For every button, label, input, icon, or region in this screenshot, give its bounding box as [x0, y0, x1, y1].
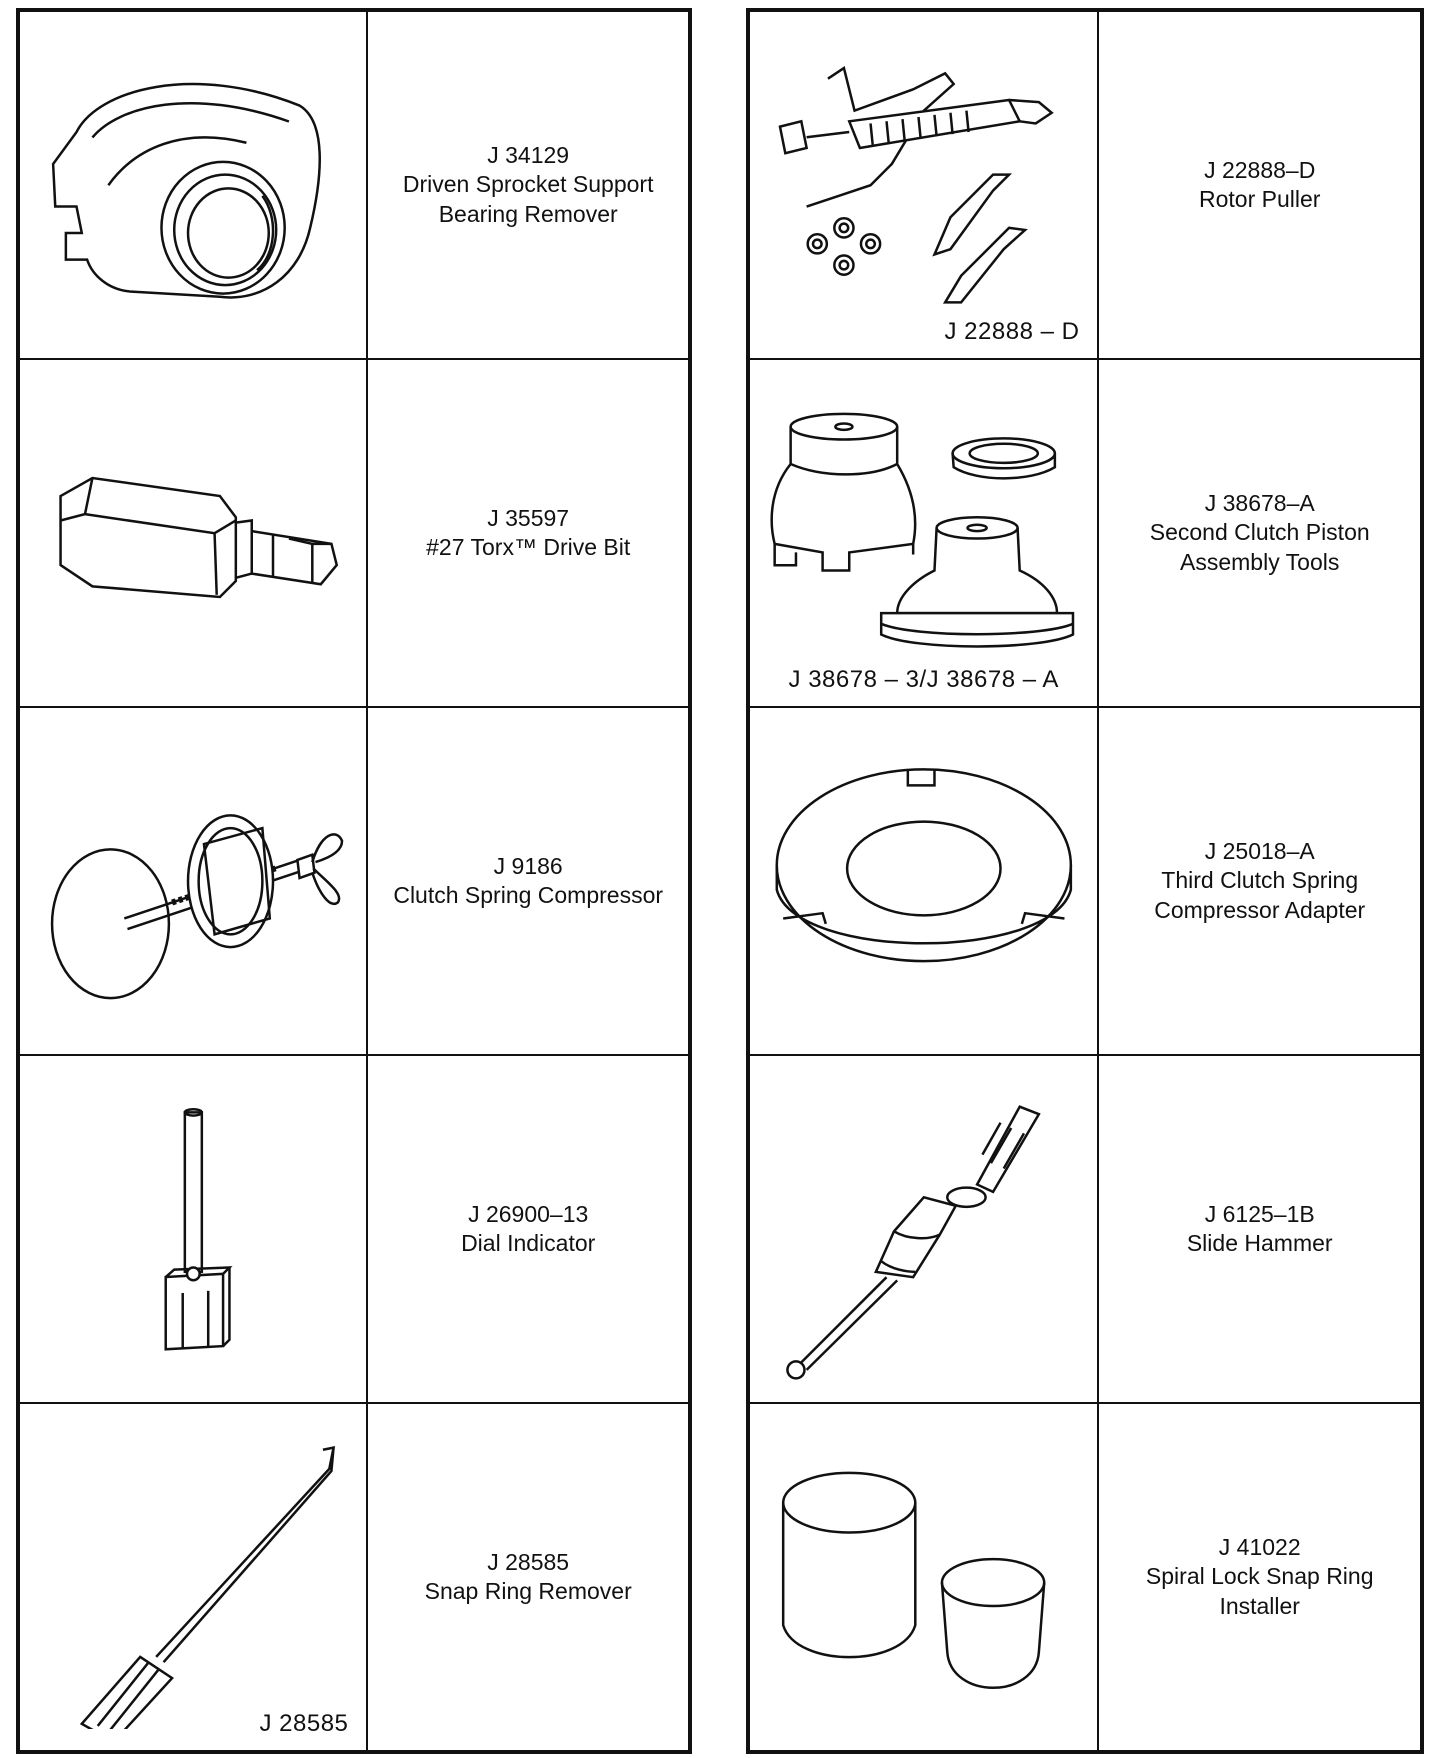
description-line: #27 Torx™ Drive Bit — [426, 534, 631, 560]
part-number: J 22888–D — [1204, 156, 1316, 183]
description-line: Dial Indicator — [461, 1230, 596, 1256]
snap-ring-installer-icon — [764, 1425, 1084, 1729]
tool-text-cell: J 28585 Snap Ring Remover — [367, 1403, 689, 1751]
snap-ring-remover-icon — [34, 1425, 353, 1730]
tool-image-cell — [19, 11, 368, 359]
description-line: Compressor Adapter — [1154, 896, 1366, 923]
description-line: Snap Ring Remover — [424, 1578, 632, 1604]
part-number: J 25018–A — [1204, 837, 1315, 864]
part-number: J 28585 — [487, 1548, 570, 1575]
part-number: J 38678–A — [1204, 489, 1315, 516]
tool-text-cell: J 6125–1B Slide Hammer — [1098, 1055, 1421, 1403]
tool-text-cell: J 26900–13 Dial Indicator — [367, 1055, 689, 1403]
description-line: Slide Hammer — [1186, 1230, 1333, 1256]
part-number: J 6125–1B — [1204, 1200, 1315, 1227]
tool-image-cell — [19, 359, 368, 707]
tool-caption: J 28585 — [259, 1710, 349, 1737]
part-number: J 41022 — [1218, 1533, 1301, 1560]
rotor-puller-icon — [764, 33, 1084, 337]
drive-bit-icon — [34, 381, 353, 685]
spring-compressor-icon — [34, 729, 353, 1033]
tool-text-cell: J 35597 #27 Torx™ Drive Bit — [367, 359, 689, 707]
tool-text-cell: J 9186 Clutch Spring Compressor — [367, 707, 689, 1055]
tool-table-left: J 34129 Driven Sprocket Support Bearing … — [16, 8, 692, 1754]
bearing-remover-icon — [34, 33, 353, 337]
tool-image-cell — [749, 1403, 1099, 1751]
tool-text-cell: J 41022 Spiral Lock Snap Ring Installer — [1098, 1403, 1421, 1751]
part-number: J 35597 — [487, 504, 570, 531]
tool-image-cell: J 28585 — [19, 1403, 368, 1751]
description-line: Third Clutch Spring — [1161, 867, 1359, 894]
tool-text-cell: J 22888–D Rotor Puller — [1098, 11, 1421, 359]
piston-assembly-tools-icon — [764, 381, 1084, 685]
tool-caption: J 38678 – 3/J 38678 – A — [788, 666, 1059, 693]
tool-image-cell — [749, 707, 1099, 1055]
part-number: J 9186 — [493, 852, 563, 879]
description-line: Spiral Lock Snap Ring — [1145, 1563, 1374, 1590]
tool-text-cell: J 34129 Driven Sprocket Support Bearing … — [367, 11, 689, 359]
description-line: Assembly Tools — [1180, 548, 1340, 575]
tool-text-cell: J 25018–A Third Clutch Spring Compressor… — [1098, 707, 1421, 1055]
tool-image-cell — [19, 707, 368, 1055]
tool-table-right: J 22888 – D J 22888–D Rotor Puller J 386… — [746, 8, 1424, 1754]
tool-image-cell: J 38678 – 3/J 38678 – A — [749, 359, 1099, 707]
description-line: Second Clutch Piston — [1149, 519, 1370, 546]
tool-image-cell — [749, 1055, 1099, 1403]
description-line: Rotor Puller — [1198, 186, 1321, 212]
dial-indicator-icon — [34, 1077, 353, 1381]
description-line: Bearing Remover — [438, 200, 618, 227]
tool-image-cell: J 22888 – D — [749, 11, 1099, 359]
description-line: Clutch Spring Compressor — [393, 882, 664, 908]
description-line: Driven Sprocket Support — [402, 171, 654, 198]
tool-image-cell — [19, 1055, 368, 1403]
tool-text-cell: J 38678–A Second Clutch Piston Assembly … — [1098, 359, 1421, 707]
part-number: J 34129 — [487, 141, 570, 168]
slide-hammer-icon — [764, 1077, 1084, 1381]
tool-caption: J 22888 – D — [944, 318, 1080, 345]
description-line: Installer — [1219, 1592, 1300, 1619]
compressor-adapter-icon — [764, 729, 1084, 1033]
part-number: J 26900–13 — [468, 1200, 589, 1227]
